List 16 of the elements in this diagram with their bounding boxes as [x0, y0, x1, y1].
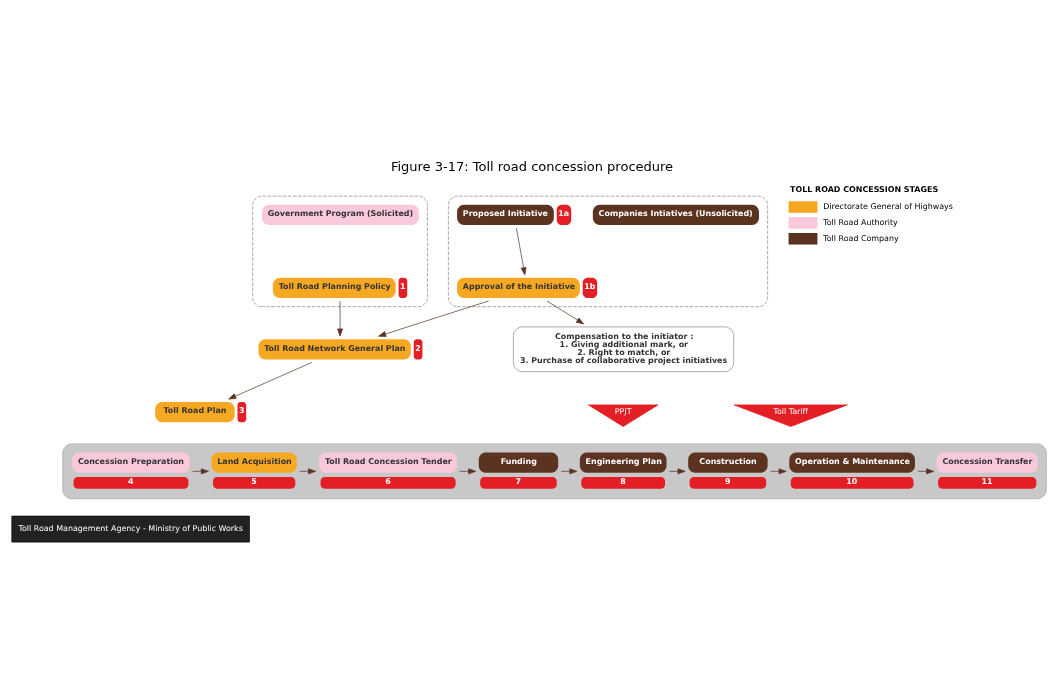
arrow [770, 468, 787, 475]
arrow [546, 300, 585, 325]
arrow [228, 362, 313, 400]
arrow [378, 300, 489, 337]
arrow [917, 468, 935, 475]
arrow [560, 468, 578, 475]
arrow [192, 468, 209, 475]
arrow [299, 468, 316, 475]
diagram-title: Figure 3-17: Toll road concession procedure [390, 159, 674, 175]
arrow [459, 468, 477, 475]
cluster [448, 195, 768, 308]
cluster [252, 195, 428, 308]
arrow [516, 227, 527, 276]
arrow [337, 300, 343, 337]
cluster [62, 443, 1047, 500]
arrow [669, 468, 686, 475]
